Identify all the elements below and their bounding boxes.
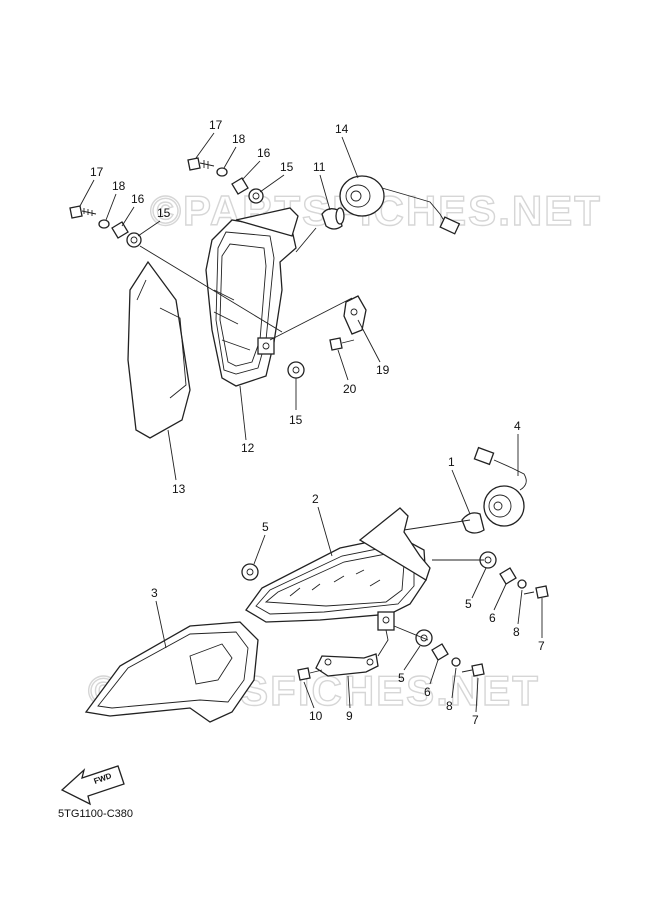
washer-18-left xyxy=(98,219,110,229)
diagram-code: 5TG1100-C380 xyxy=(58,808,134,820)
callout-5-center: 5 xyxy=(398,671,405,685)
grommet-5-left xyxy=(241,563,259,581)
washer-8-right xyxy=(517,579,527,589)
headlight-2 xyxy=(245,507,431,631)
callout-2: 2 xyxy=(312,492,319,506)
lamp-housing-12 xyxy=(205,207,299,387)
callout-10: 10 xyxy=(309,709,323,723)
collar-6-right xyxy=(499,567,517,585)
callout-13: 13 xyxy=(172,482,186,496)
cover-13 xyxy=(127,260,191,439)
callout-3: 3 xyxy=(151,586,158,600)
callout-20: 20 xyxy=(343,382,357,396)
callout-7-center: 7 xyxy=(472,713,479,727)
grommet-15-top xyxy=(248,188,264,204)
callout-18-left: 18 xyxy=(112,179,126,193)
callout-15-top: 15 xyxy=(280,160,294,174)
collar-16-left xyxy=(111,221,129,239)
cover-3 xyxy=(84,621,259,723)
bulb-11 xyxy=(321,207,345,230)
screw-20 xyxy=(329,337,355,351)
callout-19: 19 xyxy=(376,363,390,377)
socket-1 xyxy=(473,446,527,527)
callout-16-top: 16 xyxy=(257,146,271,160)
callout-15-lower: 15 xyxy=(289,413,303,427)
bolt-7-center xyxy=(461,663,485,677)
washer-8-center xyxy=(451,657,461,667)
screw-10 xyxy=(297,667,323,681)
callout-4: 4 xyxy=(514,419,521,433)
collar-16-top xyxy=(231,177,249,195)
callout-15-left: 15 xyxy=(157,206,171,220)
callout-14: 14 xyxy=(335,122,349,136)
grommet-15-lower xyxy=(287,361,305,379)
bolt-7-right xyxy=(523,585,549,599)
bolt-17-top xyxy=(187,157,215,171)
callouts: 17 18 16 15 17 18 16 15 14 11 19 20 15 1… xyxy=(79,118,545,727)
callout-8-right: 8 xyxy=(513,625,520,639)
callout-5-left: 5 xyxy=(262,520,269,534)
callout-5-right: 5 xyxy=(465,597,472,611)
callout-8-center: 8 xyxy=(446,699,453,713)
fwd-arrow-icon: FWD xyxy=(60,765,125,806)
bolt-17-left xyxy=(69,205,97,219)
callout-12: 12 xyxy=(241,441,255,455)
socket-14 xyxy=(339,175,461,235)
callout-17-top: 17 xyxy=(209,118,223,132)
callout-6-right: 6 xyxy=(489,611,496,625)
callout-16-left: 16 xyxy=(131,192,145,206)
grommet-15-left xyxy=(126,232,142,248)
callout-17-left: 17 xyxy=(90,165,104,179)
callout-18-top: 18 xyxy=(232,132,246,146)
callout-11: 11 xyxy=(313,160,326,174)
callout-9: 9 xyxy=(346,709,353,723)
callout-7-right: 7 xyxy=(538,639,545,653)
bulb-1 xyxy=(461,512,485,534)
callout-1: 1 xyxy=(448,455,455,469)
bracket-9 xyxy=(315,653,379,677)
callout-6-center: 6 xyxy=(424,685,431,699)
washer-18-top xyxy=(216,167,228,177)
collar-6-center xyxy=(431,643,449,661)
